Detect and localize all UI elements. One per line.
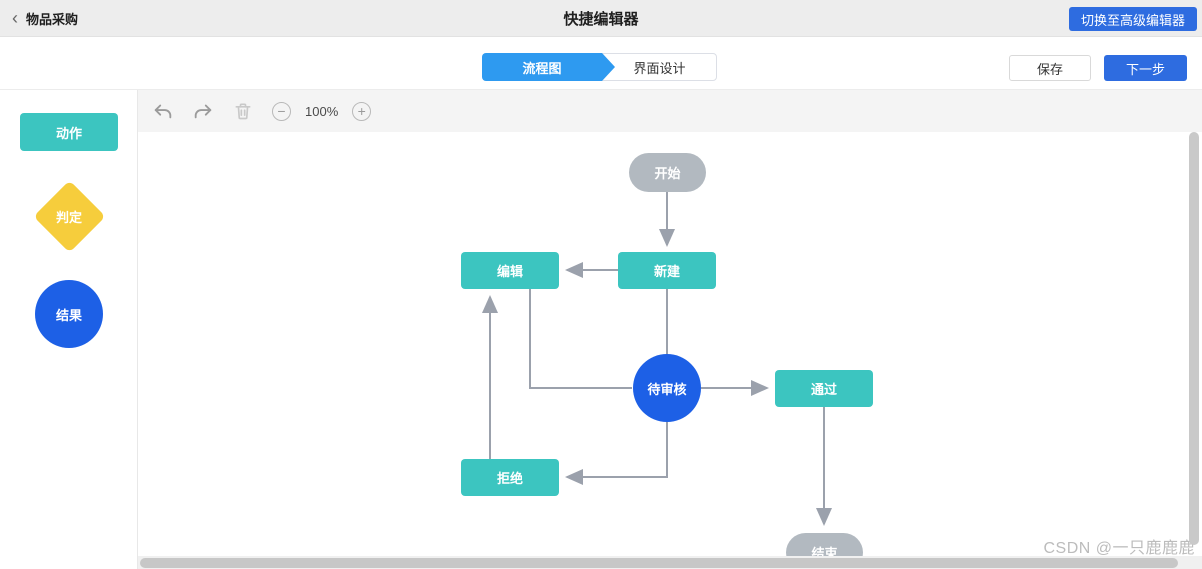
zoom-in-icon[interactable]: + (352, 101, 372, 121)
flow-node-pass[interactable]: 通过 (775, 370, 873, 407)
palette-action-shape[interactable]: 动作 (20, 113, 118, 151)
subheader-bar: 流程图 界面设计 保存 下一步 (0, 37, 1202, 90)
flow-canvas[interactable]: 开始新建编辑待审核通过拒绝结束 CSDN @一只鹿鹿鹿 (138, 132, 1202, 569)
flow-edge-review-reject (565, 422, 668, 485)
tab-ui-design[interactable]: 界面设计 (602, 53, 717, 81)
horizontal-scrollbar-track (138, 556, 1202, 569)
switch-to-advanced-editor-button[interactable]: 切换至高级编辑器 (1068, 7, 1197, 31)
watermark: CSDN @一只鹿鹿鹿 (1043, 540, 1195, 557)
flow-node-reject[interactable]: 拒绝 (461, 459, 559, 496)
flow-edges-layer (482, 192, 832, 526)
trash-icon[interactable] (232, 100, 254, 122)
flow-node-review[interactable]: 待审核 (633, 354, 701, 422)
zoom-level: 100% (305, 103, 339, 119)
next-step-button[interactable]: 下一步 (1104, 55, 1187, 81)
breadcrumb-label: 物品采购 (26, 12, 79, 27)
palette-result-shape[interactable]: 结果 (35, 280, 103, 348)
shape-palette: 动作 判定 结果 (0, 90, 138, 569)
breadcrumb[interactable]: ‹ 物品采购 (12, 0, 78, 37)
flow-node-edit[interactable]: 编辑 (461, 252, 559, 289)
vertical-scrollbar-thumb[interactable] (1189, 132, 1199, 545)
undo-icon[interactable] (152, 100, 174, 122)
save-button[interactable]: 保存 (1009, 55, 1091, 81)
tab-flowchart[interactable]: 流程图 (482, 53, 615, 81)
top-header: ‹ 物品采购 快捷编辑器 切换至高级编辑器 (0, 0, 1202, 37)
canvas-toolbar: − 100% + (138, 90, 1202, 132)
redo-icon[interactable] (192, 100, 214, 122)
editor-step-tabs: 流程图 界面设计 (482, 53, 717, 81)
back-icon: ‹ (12, 7, 18, 28)
flow-node-create[interactable]: 新建 (618, 252, 716, 289)
palette-decision-label: 判定 (55, 209, 82, 225)
page-title: 快捷编辑器 (563, 11, 639, 28)
flow-node-start[interactable]: 开始 (629, 153, 706, 192)
zoom-out-icon[interactable]: − (272, 101, 291, 121)
flow-edge-edit-review (529, 289, 632, 389)
horizontal-scrollbar-thumb[interactable] (140, 558, 1178, 568)
palette-decision-shape[interactable]: 判定 (33, 180, 106, 253)
